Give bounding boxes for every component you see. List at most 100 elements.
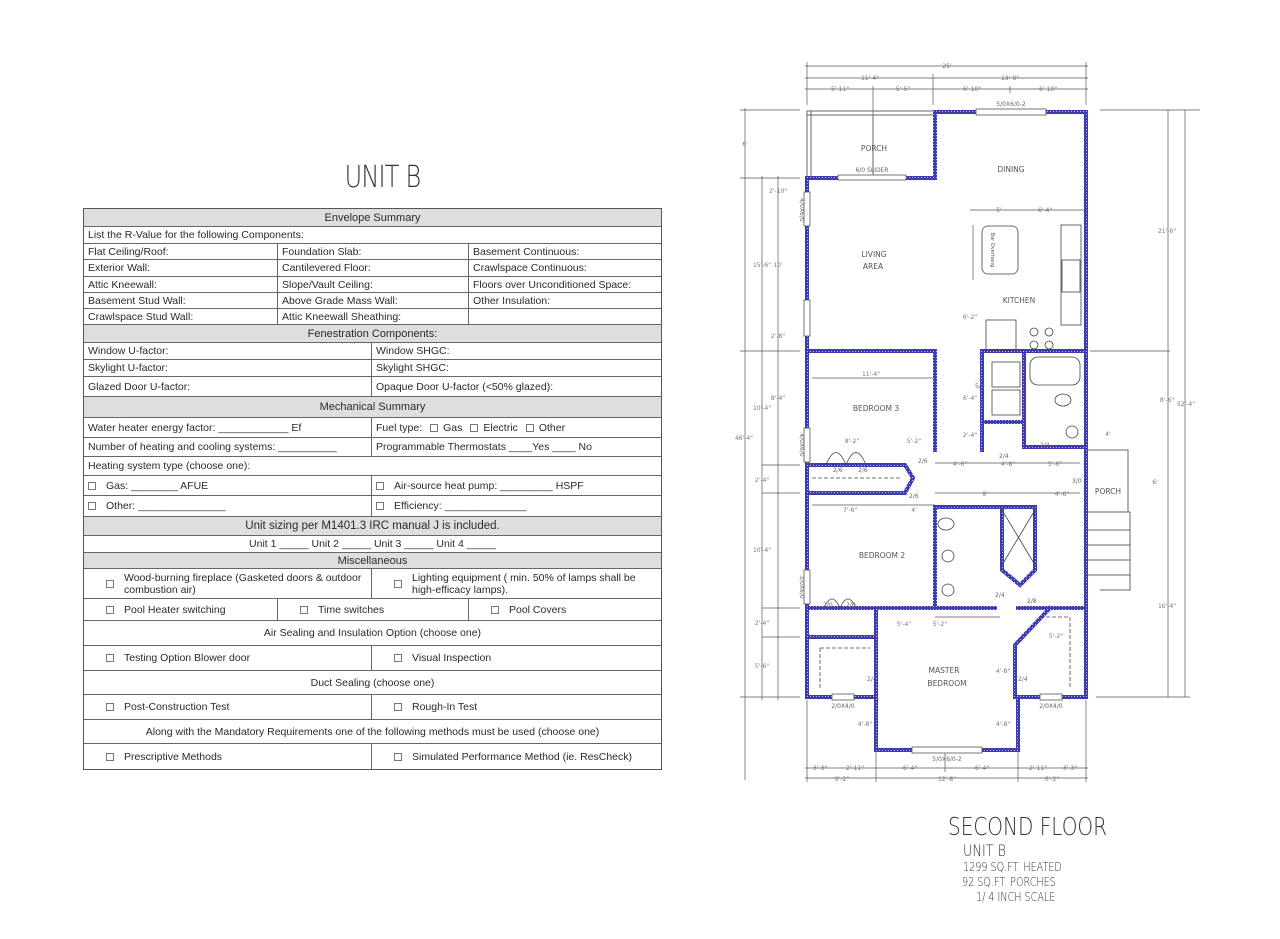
- envelope-row: Basement Stud Wall: Above Grade Mass Wal…: [84, 293, 661, 309]
- field-label[interactable]: Floors over Unconditioned Space:: [473, 278, 632, 291]
- unit-sizing-fields[interactable]: Unit 1 _____ Unit 2 _____ Unit 3 _____ U…: [249, 538, 496, 550]
- time-switches-checkbox[interactable]: [300, 605, 308, 614]
- field-label[interactable]: Basement Stud Wall:: [84, 293, 278, 308]
- simulated-checkbox[interactable]: [394, 752, 402, 761]
- field-label[interactable]: Window SHGC:: [376, 345, 450, 357]
- dimension-label: 5'-4": [897, 621, 911, 628]
- heat-pump-checkbox[interactable]: [376, 481, 384, 490]
- envelope-row: Exterior Wall: Cantilevered Floor: Crawl…: [84, 260, 661, 277]
- dimension-label: 6'-2": [963, 314, 977, 321]
- gas-heat-checkbox[interactable]: [88, 481, 96, 490]
- fixtures: [812, 224, 1082, 688]
- post-construction-checkbox[interactable]: [106, 703, 114, 711]
- dimension-label: 4'-6": [1055, 491, 1069, 498]
- field-label[interactable]: Cantilevered Floor:: [278, 260, 469, 276]
- plan-porch-area: 92 SQ.FT. PORCHES: [962, 875, 1056, 889]
- dimension-label: 4': [1105, 431, 1111, 438]
- toilet-icon: [1054, 393, 1072, 407]
- room-kitchen: KITCHEN: [1003, 296, 1036, 305]
- field-label[interactable]: Attic Kneewall Sheathing:: [278, 309, 469, 324]
- dimension-label: 5'-6": [755, 663, 769, 670]
- air-sealing-header: Air Sealing and Insulation Option (choos…: [263, 627, 482, 639]
- pool-covers-checkbox[interactable]: [491, 605, 499, 614]
- window-label: 4/0X6/0: [798, 433, 805, 457]
- heat-pump-field[interactable]: Air-source heat pump: _________ HSPF: [394, 479, 584, 492]
- room-labels: PORCH DINING LIVING AREA KITCHEN Bar Ove…: [853, 144, 1121, 688]
- room-master-2: BEDROOM: [927, 679, 966, 688]
- plan-heated-area: 1299 SQ.FT. HEATED: [963, 860, 1062, 874]
- dimension-label: 2'-4": [963, 432, 977, 439]
- field-label[interactable]: Skylight SHGC:: [376, 362, 449, 374]
- door-label: 2/4: [1040, 442, 1050, 449]
- rough-in-checkbox[interactable]: [394, 703, 402, 711]
- dimension-label: 4'-8": [996, 668, 1010, 675]
- fireplace-label: Wood-burning fireplace (Gasketed doors &…: [124, 571, 362, 596]
- field-label[interactable]: Other Insulation:: [473, 294, 551, 307]
- dimension-label: 5'-5": [896, 86, 910, 93]
- dimension-label: 6': [742, 141, 748, 148]
- field-label[interactable]: Crawlspace Stud Wall:: [84, 309, 278, 324]
- dimension-label: 52'-4": [1177, 401, 1195, 408]
- dimension-label: 3'-3": [813, 765, 827, 772]
- other-checkbox[interactable]: [525, 423, 534, 432]
- field-label[interactable]: Foundation Slab:: [278, 244, 469, 259]
- field-label[interactable]: Window U-factor:: [84, 343, 372, 359]
- lighting-checkbox[interactable]: [394, 579, 402, 588]
- blower-door-checkbox[interactable]: [106, 654, 114, 662]
- heating-type-label: Heating system type (choose one):: [88, 460, 251, 472]
- field-label[interactable]: Attic Kneewall:: [84, 277, 278, 292]
- field-label[interactable]: Skylight U-factor:: [84, 360, 372, 376]
- visual-inspection-checkbox[interactable]: [394, 654, 402, 662]
- room-bedroom-3: BEDROOM 3: [853, 404, 900, 413]
- field-label[interactable]: Basement Continuous:: [473, 245, 580, 258]
- dimension-label: 4'-8": [858, 721, 872, 728]
- num-systems-field[interactable]: Number of heating and cooling systems: _…: [84, 438, 372, 456]
- electric-checkbox[interactable]: [470, 423, 479, 432]
- field-label[interactable]: Flat Ceiling/Roof:: [84, 244, 278, 259]
- dimension-label: 6'-10": [1039, 86, 1057, 93]
- thermostat-field[interactable]: Programmable Thermostats ____Yes ____ No: [376, 441, 592, 453]
- misc-header: Miscellaneous: [84, 553, 661, 569]
- room-living: LIVING: [861, 250, 886, 259]
- field-label[interactable]: Slope/Vault Ceiling:: [278, 277, 469, 292]
- field-label[interactable]: Exterior Wall:: [84, 260, 278, 276]
- field-label[interactable]: Glazed Door U-factor:: [84, 377, 372, 396]
- dimension-label: 12'-8": [938, 776, 956, 783]
- dimension-label: 2'-10": [769, 188, 787, 195]
- fenestration-row: Skylight U-factor: Skylight SHGC:: [84, 360, 661, 377]
- prescriptive-checkbox[interactable]: [106, 752, 114, 761]
- other-heat-checkbox[interactable]: [88, 502, 96, 510]
- dimension-label: 2'-4": [755, 620, 769, 627]
- gas-checkbox[interactable]: [430, 423, 439, 432]
- field-label[interactable]: Opaque Door U-factor (<50% glazed):: [376, 380, 554, 393]
- mechanical-row: Number of heating and cooling systems: _…: [84, 438, 661, 457]
- pool-heater-checkbox[interactable]: [106, 605, 114, 614]
- dimension-label: 6'-2": [1045, 776, 1059, 783]
- air-sealing-row: Testing Option Blower door Visual Inspec…: [84, 646, 661, 671]
- field-label[interactable]: Crawlspace Continuous:: [473, 262, 587, 274]
- dimension-label: 6'-10": [963, 86, 981, 93]
- dimension-label: 10': [773, 262, 783, 269]
- dimension-label: 13'-8": [1001, 75, 1019, 82]
- plan-title: SECOND FLOOR: [948, 812, 1108, 841]
- field-label[interactable]: Above Grade Mass Wall:: [278, 293, 469, 308]
- other-heat-field[interactable]: Other: _______________: [106, 500, 226, 512]
- plan-unit: UNIT B: [963, 841, 1006, 860]
- efficiency-checkbox[interactable]: [376, 502, 384, 510]
- fuel-option-other: Other: [538, 421, 566, 434]
- water-heater-field[interactable]: Water heater energy factor: ____________…: [84, 418, 372, 437]
- dimension-label: 4'-8": [996, 721, 1010, 728]
- efficiency-field[interactable]: Efficiency: ______________: [394, 500, 527, 512]
- dimension-label: 4'-8": [1001, 461, 1015, 468]
- gas-afue-field[interactable]: Gas: ________ AFUE: [106, 479, 209, 492]
- door-label: 2/6: [918, 458, 928, 465]
- unit-sizing-header: Unit sizing per M1401.3 IRC manual J is …: [84, 517, 661, 536]
- fuel-type-label: Fuel type:: [376, 421, 423, 434]
- duct-row: Post-Construction Test Rough-In Test: [84, 695, 661, 720]
- dimension-label: 8'-2": [845, 438, 859, 445]
- dimension-label: 5'-6": [1048, 461, 1062, 468]
- dimension-label: 2'-8": [771, 333, 785, 340]
- window-label: 5/0X6/0-2: [996, 101, 1026, 108]
- fireplace-checkbox[interactable]: [106, 579, 114, 588]
